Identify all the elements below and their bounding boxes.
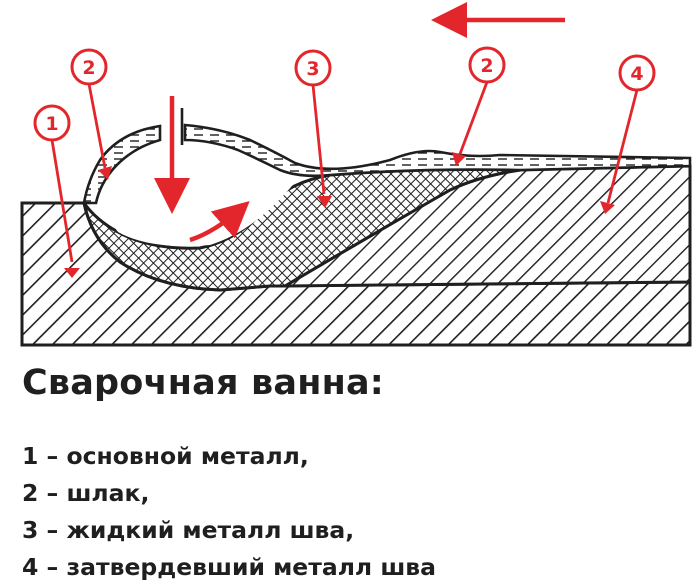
callout-number-2-right: 2 [480,55,493,77]
callout-number-1: 1 [45,113,58,135]
callout-number-2-left: 2 [82,57,95,79]
leader-4-tip [600,201,615,214]
legend-item-liquid-metal: 3 – жидкий металл шва, [22,516,355,544]
caption-title: Сварочная ванна: [22,363,384,403]
arrow-flow [189,201,250,243]
callout-circle-3 [294,49,332,87]
leader-4 [606,89,639,204]
leader-1-tip [64,268,80,278]
leader-2-right-tip [452,152,466,166]
callout-number-3: 3 [306,58,319,80]
leader-2-right [458,81,489,155]
slag-layer [183,123,692,178]
legend-item-solidified-metal: 4 – затвердевший металл шва [22,553,437,581]
callout-circle-2-right [468,46,506,84]
welding-pool-diagram: 1 2 3 2 4 [20,2,692,347]
legend-list: 1 – основной металл, 2 – шлак, 3 – жидки… [22,438,436,586]
leader-3 [311,84,326,195]
leader-2-left-tip [98,166,112,180]
leader-1 [50,139,74,263]
legend-item-base-metal: 1 – основной металл, [22,442,309,470]
leader-3-tip [317,196,332,208]
legend-item-slag: 2 – шлак, [22,479,150,507]
arc-cavity [109,146,300,247]
leader-2-left [87,83,107,169]
callout-circle-1 [33,104,71,142]
slag-front [82,124,162,205]
callout-circle-2-left [70,48,108,86]
callout-circle-4 [618,54,656,92]
callout-number-4: 4 [630,63,643,85]
